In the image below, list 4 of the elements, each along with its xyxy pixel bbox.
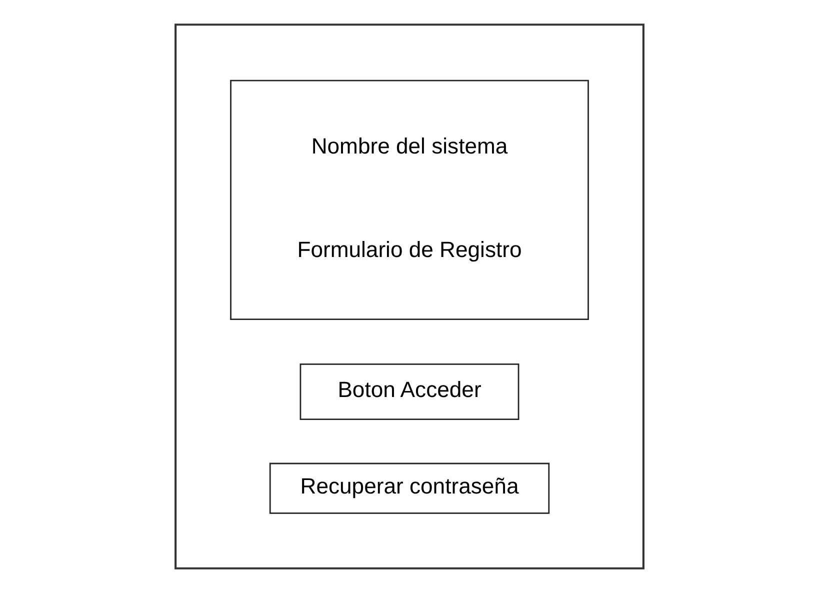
cluster bbox=[174, 24, 644, 570]
node-box: Recuperar contraseña bbox=[269, 462, 550, 514]
node-box: Boton Acceder bbox=[300, 363, 520, 420]
node-box: Nombre del sistema Formulario de Registro bbox=[230, 80, 589, 320]
